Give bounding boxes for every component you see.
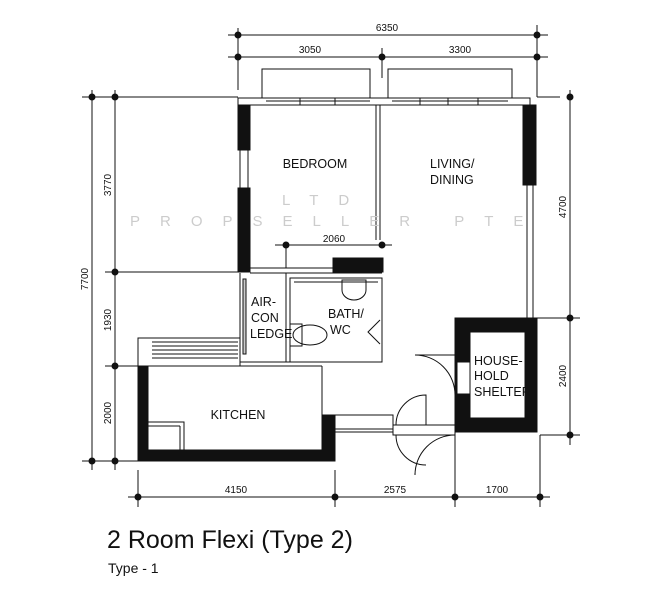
dim-bedroom-inner: 2060 (323, 234, 346, 245)
dim-right-2: 2400 (558, 364, 569, 387)
dim-left-1: 3770 (103, 173, 114, 196)
walls: 2060 (137, 104, 541, 476)
watermark-line1: PROPSELLER PTE (130, 213, 543, 230)
dim-top-right: 3300 (449, 45, 472, 56)
right-dimensions: 4700 2400 (537, 90, 580, 445)
label-kitchen: KITCHEN (211, 408, 266, 422)
dim-right-1: 4700 (558, 195, 569, 218)
plan-title: 2 Room Flexi (Type 2) (107, 526, 353, 554)
label-living-1: LIVING/ (430, 157, 475, 171)
dim-left-2: 1930 (103, 308, 114, 331)
label-shelter-3: SHELTER (474, 385, 531, 399)
label-aircon-3: LEDGE (250, 327, 292, 341)
dim-left-total: 7700 (80, 267, 91, 290)
room-labels: BEDROOM LIVING/ DINING AIR- CON LEDGE BA… (211, 157, 531, 422)
windows (237, 68, 531, 106)
dim-bottom-2: 2575 (384, 485, 407, 496)
label-shelter-2: HOLD (474, 369, 509, 383)
label-aircon-1: AIR- (251, 295, 276, 309)
label-living-2: DINING (430, 173, 474, 187)
bottom-dimensions: 4150 2575 1700 (128, 470, 550, 507)
left-dimensions: 7700 3770 1930 2000 (80, 90, 238, 470)
plan-subtitle: Type - 1 (108, 560, 159, 576)
label-bath-1: BATH/ (328, 307, 364, 321)
label-aircon-2: CON (251, 311, 279, 325)
label-bath-2: WC (330, 323, 351, 337)
dim-bottom-1: 4150 (225, 485, 248, 496)
watermark-line2: LTD (282, 192, 369, 209)
label-shelter-1: HOUSE- (474, 354, 523, 368)
label-bedroom: BEDROOM (283, 157, 348, 171)
dim-left-3: 2000 (103, 401, 114, 424)
dim-bottom-3: 1700 (486, 485, 509, 496)
dim-top-left: 3050 (299, 45, 322, 56)
dim-top-total: 6350 (376, 23, 399, 34)
top-dimensions: 6350 3050 3300 (228, 23, 560, 98)
